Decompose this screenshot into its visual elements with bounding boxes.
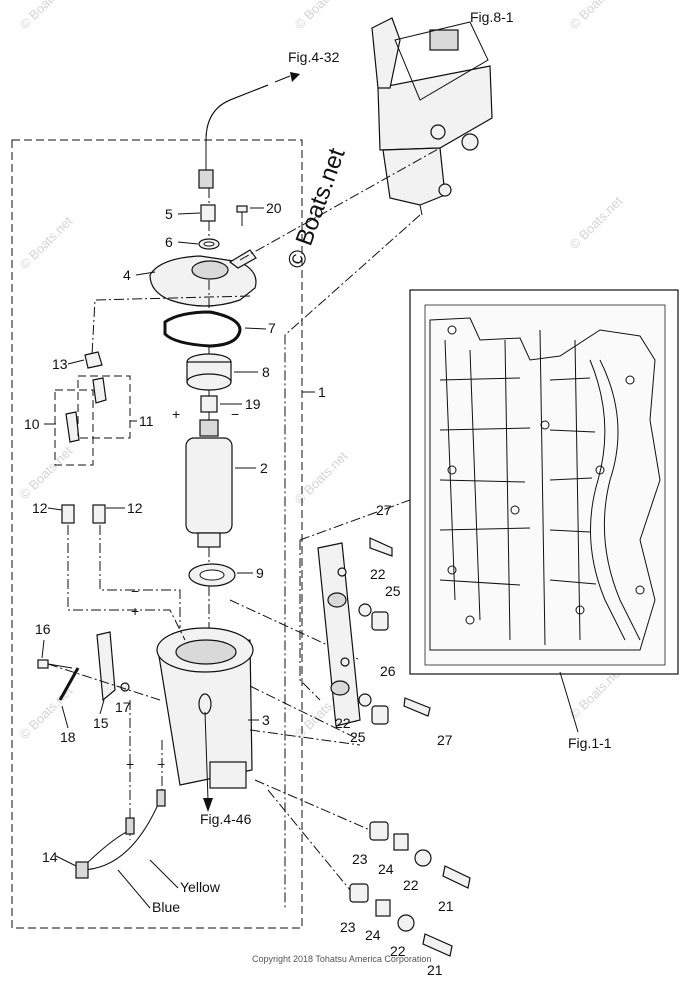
- callout-leaders: [41, 207, 315, 867]
- callout-22: 22: [403, 877, 419, 893]
- callout-24: 24: [378, 861, 394, 877]
- callout-1: 1: [318, 384, 326, 400]
- callout-21: 21: [427, 962, 443, 978]
- callout-21: 21: [438, 898, 454, 914]
- engine-block-inset: [409, 289, 679, 675]
- wire-label-yellow: Yellow: [180, 879, 221, 895]
- callout-2: 2: [260, 460, 268, 476]
- group-box: [77, 375, 131, 439]
- callout-13: 13: [52, 356, 68, 372]
- hardware: [349, 537, 471, 957]
- callout-22: 22: [335, 715, 351, 731]
- callout-22: 22: [390, 943, 406, 959]
- assembly-outline: [11, 139, 303, 929]
- callout-25: 25: [350, 729, 366, 745]
- wire-label-blue: Blue: [152, 899, 180, 915]
- callout-11: 11: [139, 413, 154, 429]
- pump-housing: [156, 627, 254, 789]
- fig-ref-4-32: Fig.4-32: [288, 49, 340, 65]
- terminal-caps: [61, 351, 107, 524]
- callout-9: 9: [256, 565, 264, 581]
- inset-leader: [559, 671, 579, 733]
- callout-16: 16: [35, 621, 51, 637]
- watermark: © Boats.net: [292, 0, 351, 32]
- fig-ref-8-1: Fig.8-1: [470, 9, 514, 25]
- polarity-markers: + − − + + −: [126, 406, 239, 772]
- callout-24: 24: [365, 927, 381, 943]
- callout-25: 25: [385, 583, 401, 599]
- lock-nut: [186, 353, 232, 391]
- grommet: [188, 563, 236, 587]
- callout-5: 5: [165, 206, 173, 222]
- fig-ref-4-46: Fig.4-46: [200, 811, 252, 827]
- fitting: [200, 204, 216, 222]
- polarity-plus: +: [172, 406, 180, 422]
- watermark: © Boats.net: [17, 213, 76, 272]
- callout-6: 6: [165, 234, 173, 250]
- hose-clamp: [198, 169, 214, 189]
- bracket: [96, 631, 116, 702]
- vapor-separator: [371, 17, 493, 216]
- callout-23: 23: [340, 919, 356, 935]
- main-watermark: © Boats.net: [282, 144, 350, 272]
- callout-26: 26: [380, 663, 396, 679]
- wire-harness: [75, 789, 166, 879]
- watermark: © Boats.net: [567, 193, 626, 252]
- watermark: © Boats.net: [292, 448, 351, 507]
- callout-27: 27: [437, 732, 453, 748]
- copyright-notice: Copyright 2018 Tohatsu America Corporati…: [252, 954, 431, 964]
- polarity-minus: −: [231, 406, 239, 422]
- callout-12: 12: [32, 500, 48, 516]
- callout-4: 4: [123, 267, 131, 283]
- flow-arrow: [204, 711, 209, 801]
- pump-cover: [149, 249, 257, 307]
- gasket: [163, 310, 242, 348]
- fig-ref-1-1: Fig.1-1: [568, 735, 612, 751]
- callout-18: 18: [60, 729, 76, 745]
- callout-7: 7: [268, 320, 276, 336]
- group-box: [54, 389, 94, 466]
- callout-12: 12: [127, 500, 143, 516]
- callout-10: 10: [24, 416, 40, 432]
- screw: [236, 205, 248, 226]
- polarity-minus: −: [157, 756, 165, 772]
- leader-lines: [47, 147, 441, 910]
- callout-19: 19: [245, 396, 261, 412]
- callout-20: 20: [266, 200, 282, 216]
- polarity-plus: +: [131, 603, 139, 619]
- callout-14: 14: [42, 849, 58, 865]
- fuel-pump: [185, 419, 233, 548]
- callout-15: 15: [93, 715, 109, 731]
- watermark: © Boats.net: [567, 0, 626, 32]
- strap: [58, 667, 80, 701]
- fuel-hose: [205, 84, 269, 180]
- screw: [37, 659, 73, 669]
- watermark: © Boats.net: [17, 443, 76, 502]
- polarity-minus: −: [131, 583, 139, 599]
- callouts: 1 2 3 4 5 6 7 8 9 10 11 12 12 13 14 15 1…: [24, 200, 454, 978]
- watermark: © Boats.net: [17, 0, 76, 32]
- polarity-plus: +: [126, 756, 134, 772]
- callout-27: 27: [376, 502, 392, 518]
- washer: [120, 682, 130, 692]
- callout-23: 23: [352, 851, 368, 867]
- filter: [200, 395, 218, 413]
- callout-22: 22: [370, 566, 386, 582]
- callout-3: 3: [262, 712, 270, 728]
- callout-17: 17: [115, 699, 131, 715]
- mount-plate: [317, 542, 361, 727]
- callout-8: 8: [262, 364, 270, 380]
